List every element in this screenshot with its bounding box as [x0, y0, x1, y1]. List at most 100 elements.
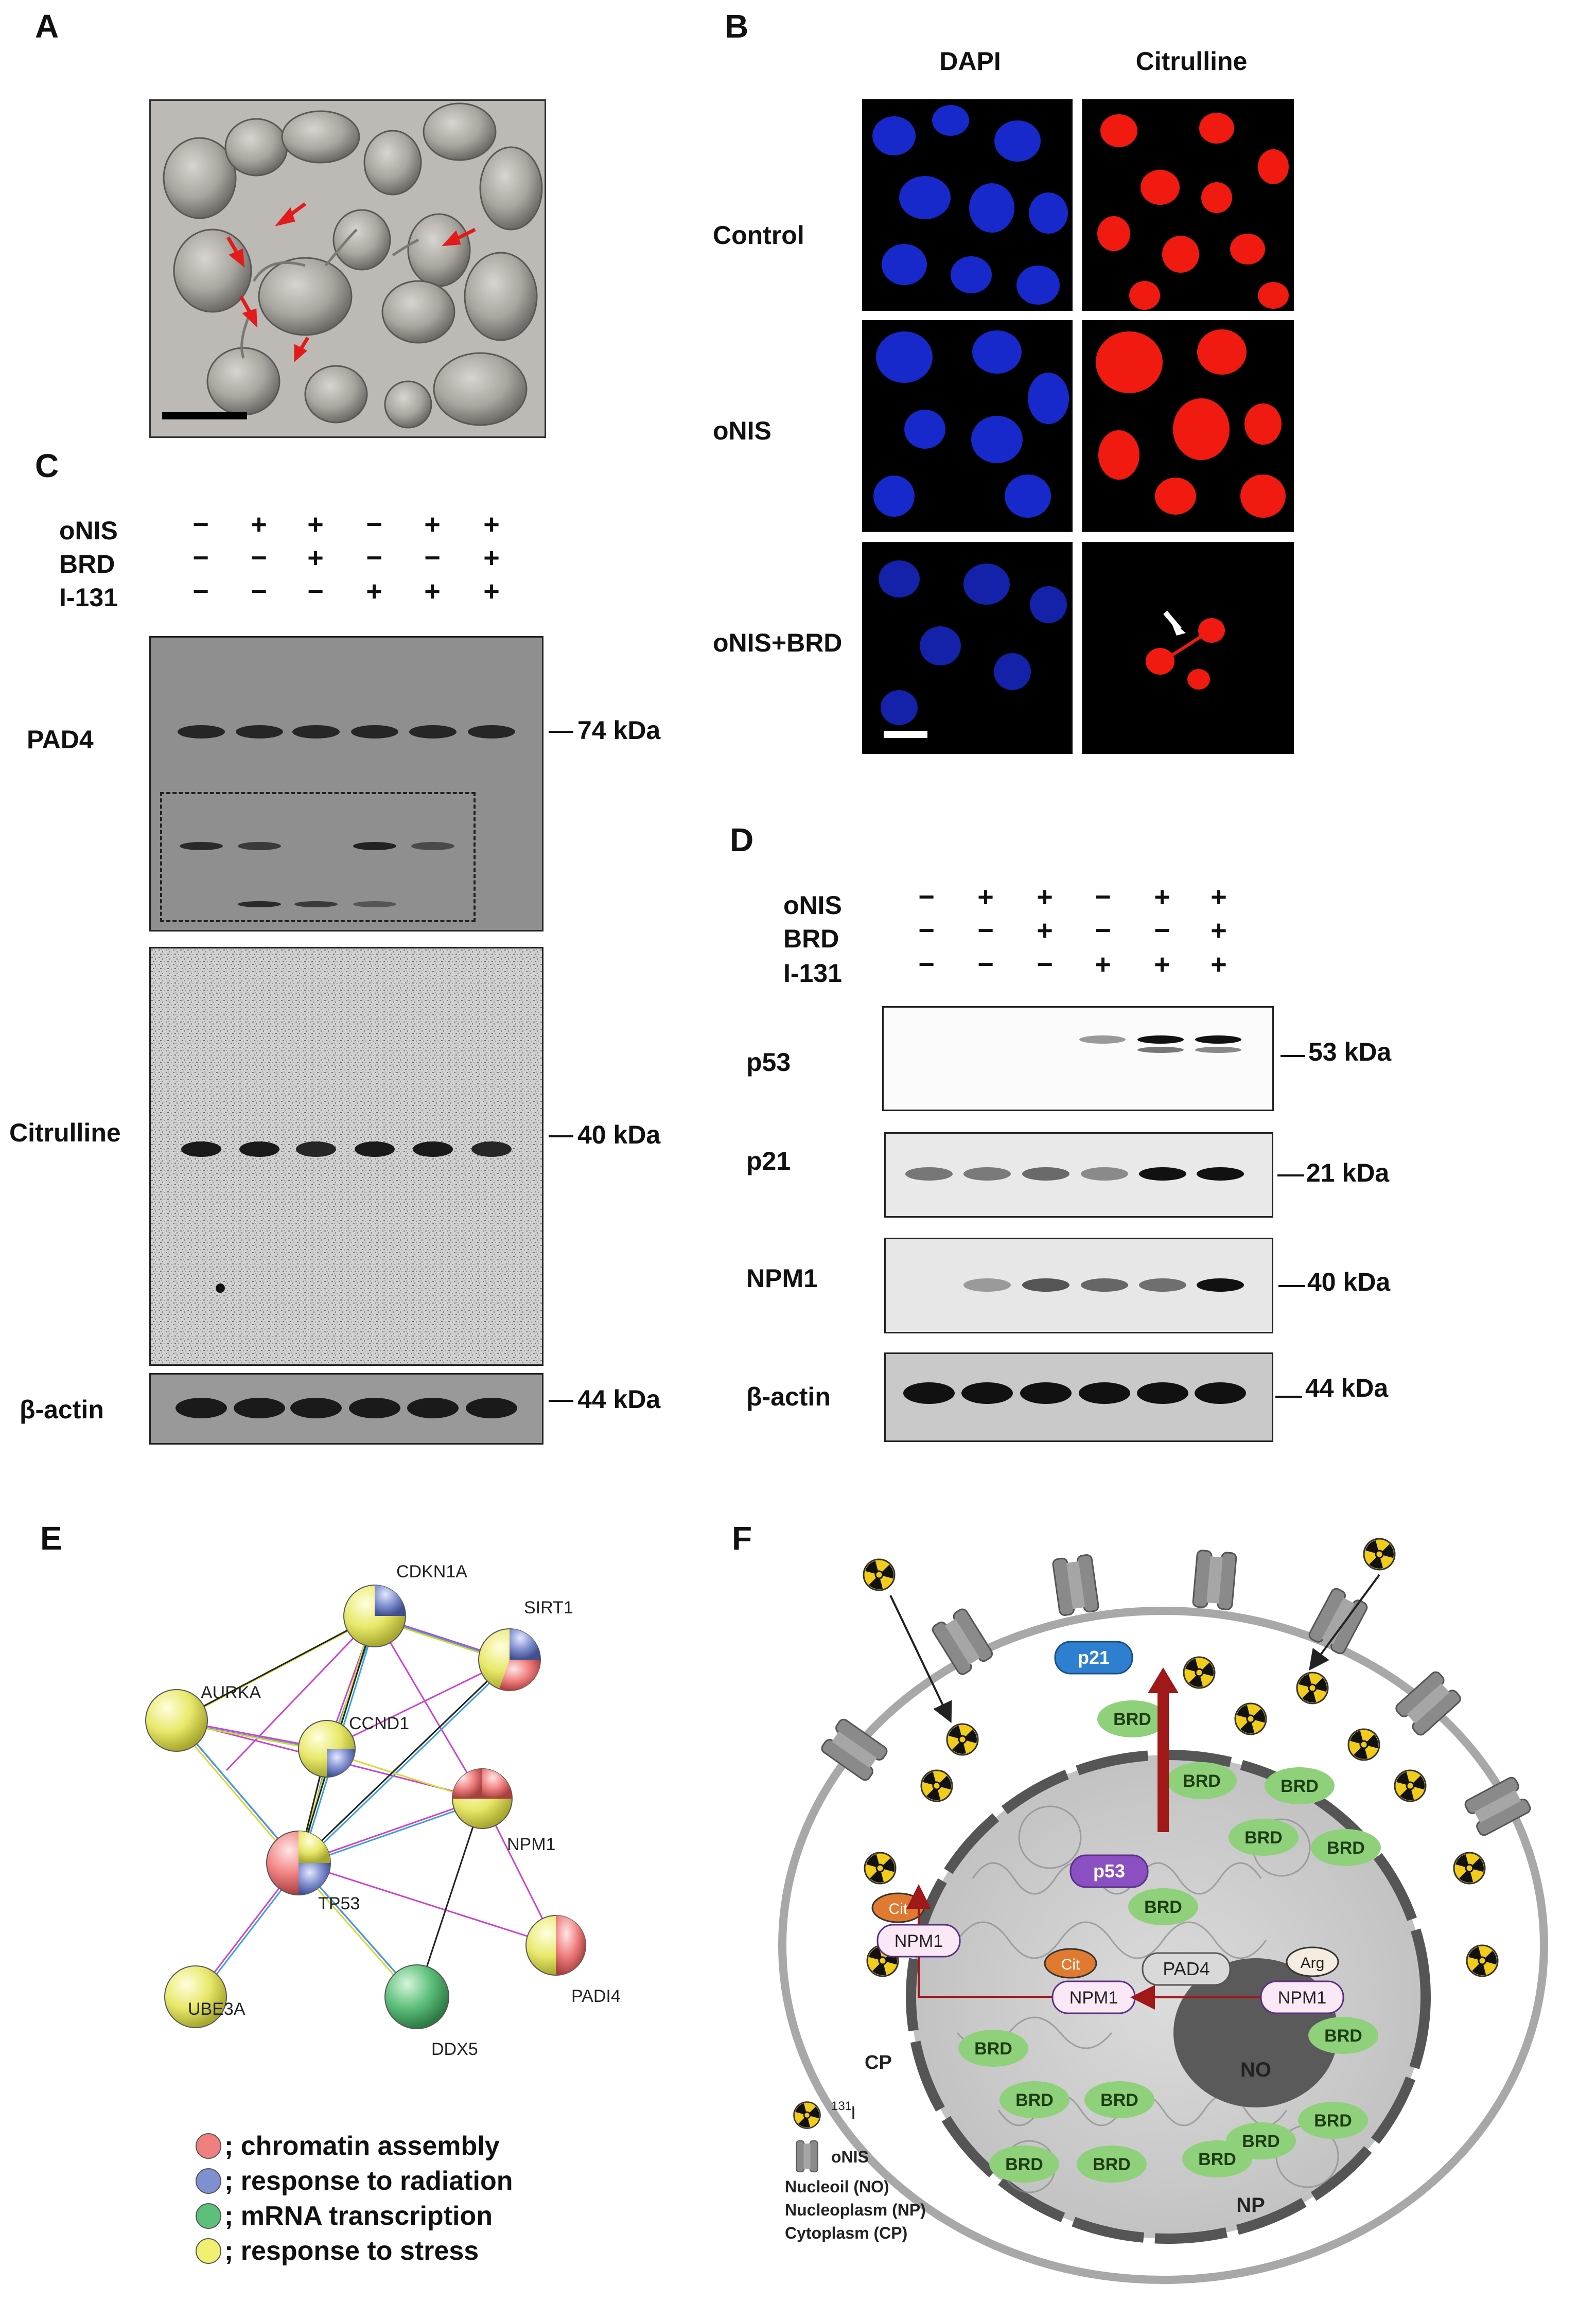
panel-c-sign-onis-lane-6: +: [483, 509, 500, 540]
panel-c-sign-i-131-lane-4: +: [366, 576, 382, 607]
panel-c-sign-i-131-lane-2: −: [251, 576, 267, 607]
panel-c-sign-i-131-lane-1: −: [192, 576, 209, 607]
svg-text:BRD: BRD: [1281, 1777, 1319, 1796]
actin-d-band-lane-6: [1195, 1382, 1246, 1404]
pad4-marker-tick: [549, 731, 573, 733]
svg-text:NO: NO: [1240, 2059, 1271, 2081]
panel-b-row-onis: oNIS: [713, 416, 771, 445]
svg-text:BRD: BRD: [1314, 2111, 1352, 2131]
panel-d-sign-onis-lane-4: −: [1095, 882, 1111, 912]
pad4-protein: [1142, 1952, 1231, 1986]
p21-band-lane-4: [1081, 1167, 1128, 1181]
panel-d-sign-onis-lane-2: +: [977, 882, 994, 912]
p53-band-lane-5: [1137, 1035, 1184, 1044]
panel-d-sign-onis-lane-6: +: [1211, 882, 1227, 912]
panel-d-sign-i-131-lane-1: −: [918, 949, 935, 980]
p21-protein: [1054, 1641, 1133, 1675]
svg-text:Cit: Cit: [889, 1901, 908, 1918]
node-label-ube3a: UBE3A: [188, 1999, 245, 2019]
panel-c-sign-onis-lane-1: −: [192, 509, 209, 540]
brd-protein-11: BRD: [1077, 2146, 1147, 2183]
actin-c-band-lane-2: [234, 1398, 285, 1418]
pad4-band-lane-6: [468, 725, 515, 739]
p21-band-lane-3: [1022, 1167, 1069, 1181]
node-label-sirt1: SIRT1: [524, 1598, 573, 1618]
panel-b-row-onis-brd: oNIS+BRD: [713, 628, 843, 657]
panel-d-sign-onis-lane-1: −: [918, 882, 935, 912]
panel-label-e: E: [40, 1520, 62, 1557]
svg-text:BRD: BRD: [1198, 2150, 1236, 2169]
panel-d-sign-onis-lane-5: +: [1154, 882, 1170, 912]
citrulline-blot: [149, 947, 543, 1366]
npm1-kda: 40 kDa: [1307, 1268, 1391, 1296]
panel-d-sign-brd-lane-1: −: [918, 915, 935, 946]
p21-band-lane-1: [905, 1167, 953, 1181]
panel-d-label-actin: β-actin: [746, 1382, 831, 1411]
pad4-lower-band-lane-5: [411, 842, 454, 850]
scale-bar: [884, 731, 927, 738]
legend-label: ; mRNA transcription: [224, 2201, 493, 2231]
brd-protein-4: BRD: [1311, 1829, 1381, 1866]
legend-item: ; response to radiation: [196, 2166, 513, 2196]
svg-text:Nucleoplasm (NP): Nucleoplasm (NP): [785, 2201, 926, 2219]
svg-text:BRD: BRD: [1093, 2155, 1131, 2174]
panel-d-sign-brd-lane-2: −: [977, 915, 994, 946]
citrulline-band-lane-4: [355, 1141, 395, 1157]
string-network: CDKN1A SIRT1 AURKA CCND1 NPM1 TP53 UBE3A…: [145, 1562, 621, 2059]
svg-text:Nucleoil (NO): Nucleoil (NO): [785, 2177, 889, 2196]
actin-d-band-lane-1: [903, 1382, 955, 1404]
svg-text:BRD: BRD: [1242, 2132, 1280, 2151]
panel-d-sign-i-131-lane-6: +: [1211, 949, 1227, 980]
pad4-band-lane-1: [178, 725, 225, 739]
network-nodes: [145, 1585, 586, 2029]
pad4-band-lane-3: [292, 725, 340, 739]
actin-d-band-lane-5: [1137, 1382, 1188, 1404]
brd-protein-6: BRD: [1308, 2017, 1378, 2054]
node-label-aurka: AURKA: [201, 1683, 261, 1702]
onis-channel-3: [1191, 1549, 1238, 1611]
pad4-blot: [149, 636, 543, 931]
npm1-blot: [884, 1238, 1273, 1333]
svg-text:CP: CP: [865, 2052, 892, 2073]
panel-b-col-dapi: DAPI: [939, 47, 1001, 76]
p53-marker-tick: [1281, 1055, 1305, 1057]
legend-swatch: [196, 2238, 221, 2264]
legend-label: ; response to radiation: [224, 2166, 513, 2196]
legend-item: ; mRNA transcription: [196, 2201, 493, 2231]
actin-c-band-lane-6: [466, 1398, 517, 1418]
panel-c-sign-brd-lane-6: +: [483, 542, 500, 573]
panel-d-cond-onis: oNIS: [783, 891, 842, 920]
citrulline-noise: [151, 948, 542, 1364]
svg-text:PAD4: PAD4: [1163, 1958, 1209, 1979]
cit-center: [1044, 1948, 1097, 1979]
panel-a-micrograph: [149, 99, 546, 438]
p53-band-lane-4: [1079, 1035, 1126, 1044]
npm1-marker-tick: [1278, 1285, 1305, 1287]
actin-c-band-lane-4: [349, 1398, 400, 1418]
svg-text:p53: p53: [1093, 1860, 1125, 1882]
node-ddx5: [384, 1964, 449, 2029]
legend-item: ; chromatin assembly: [196, 2131, 500, 2161]
p53-blot: [882, 1006, 1274, 1111]
pad4-lower-band-lane-4: [353, 842, 396, 850]
svg-text:p21: p21: [1078, 1647, 1110, 1668]
pad4-band-lane-2: [236, 725, 283, 739]
panel-c-sign-brd-lane-3: +: [307, 542, 324, 573]
p21-band-lane-2: [963, 1167, 1011, 1181]
citrulline-band-lane-2: [239, 1141, 279, 1157]
pad4-inset-box: [160, 792, 476, 922]
svg-text:I: I: [851, 2102, 856, 2123]
panel-label-f: F: [732, 1520, 752, 1557]
panel-c-cond-onis: oNIS: [59, 516, 118, 545]
node-label-tp53: TP53: [318, 1894, 360, 1913]
node-label-padi4: PADI4: [571, 1986, 621, 2006]
legend-label: ; response to stress: [224, 2236, 479, 2266]
p53-protein: [1069, 1854, 1149, 1888]
brd-protein-13: BRD: [1226, 2122, 1296, 2159]
node-aurka: [145, 1689, 208, 1752]
panel-c-cond-brd: BRD: [59, 550, 115, 578]
npm1-band-lane-4: [1081, 1278, 1128, 1292]
panel-d-sign-i-131-lane-5: +: [1154, 949, 1170, 980]
actin-d-band-lane-4: [1079, 1382, 1130, 1404]
